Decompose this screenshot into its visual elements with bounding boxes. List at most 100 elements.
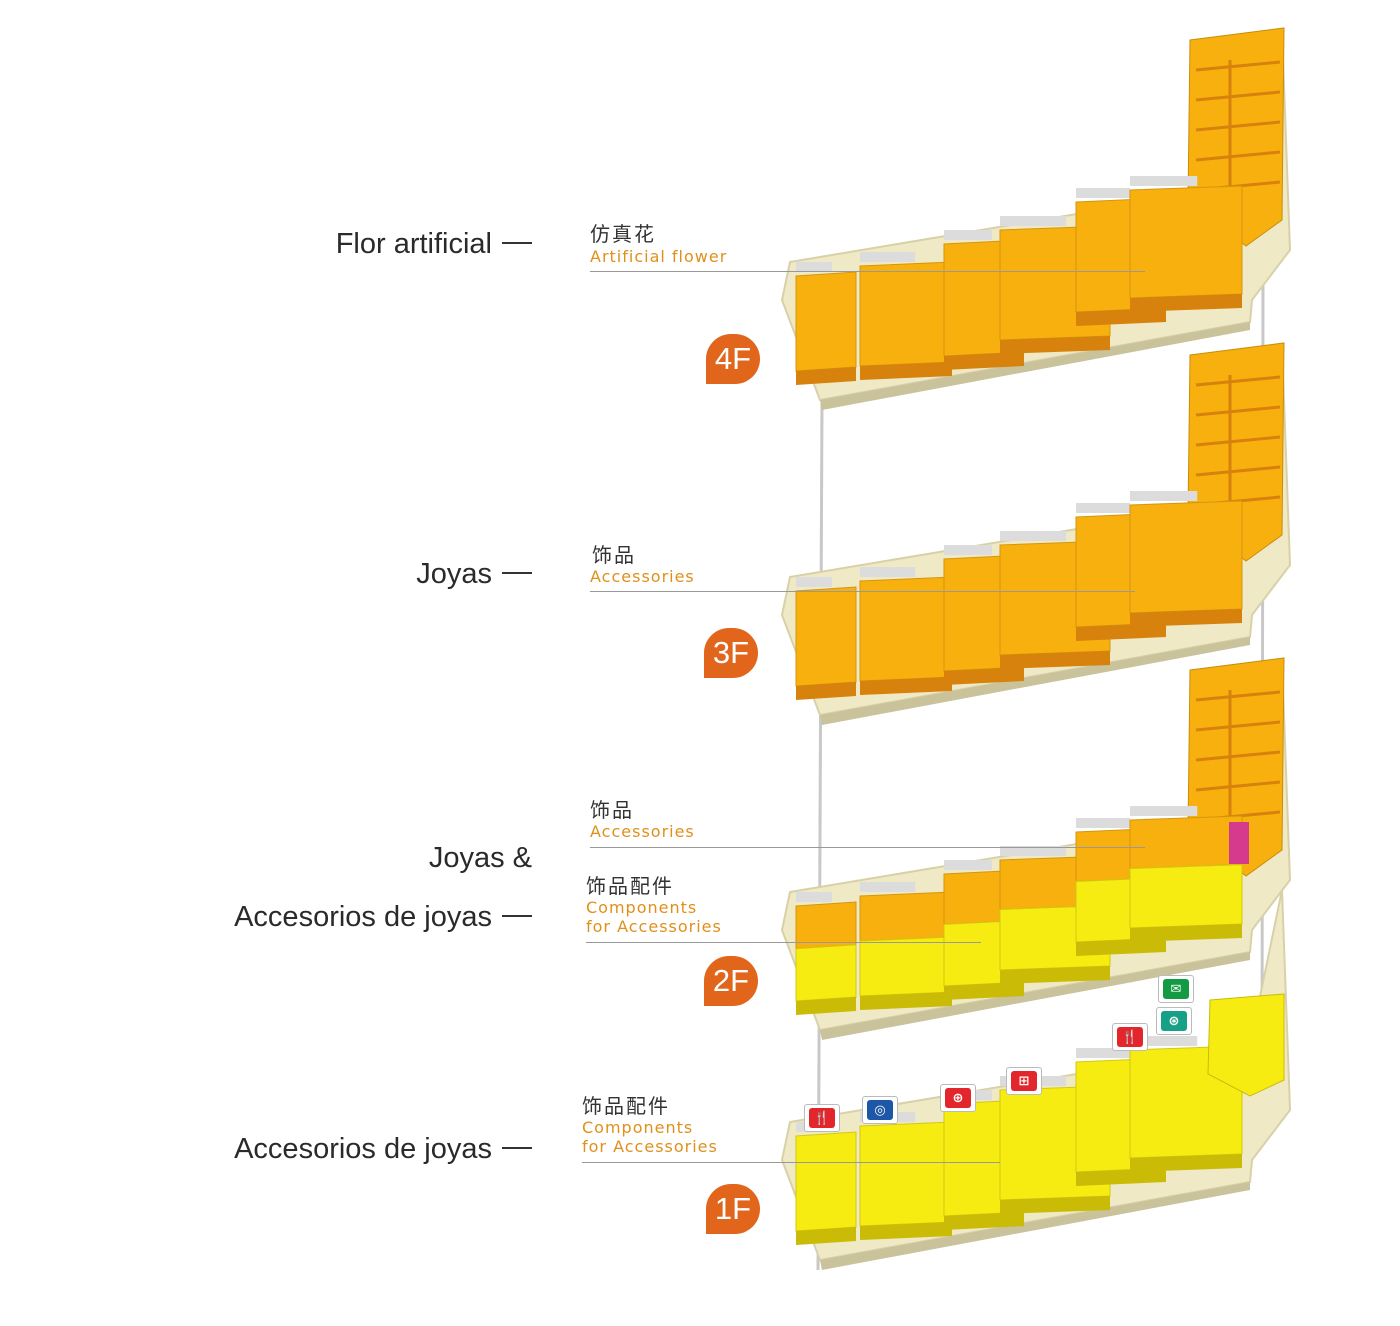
floor2-spanish-text-2: Accesorios de joyas bbox=[234, 901, 492, 933]
shop-back-wall bbox=[860, 882, 916, 892]
tower-block bbox=[1207, 993, 1285, 1097]
floor1-spanish-text: Accesorios de joyas bbox=[234, 1133, 492, 1165]
floor-2-map[interactable] bbox=[780, 657, 1292, 1040]
tower-divider bbox=[1195, 780, 1281, 792]
floor3-badge[interactable]: 3F bbox=[704, 628, 758, 678]
label-dash bbox=[502, 915, 532, 918]
floor-base-edge bbox=[820, 1182, 1250, 1270]
shop-back-wall bbox=[1076, 503, 1130, 513]
floor2-upper-english-label: Accessories bbox=[590, 822, 695, 841]
shop-block-side bbox=[860, 992, 952, 1010]
restaurant-icon[interactable]: 🍴 bbox=[1112, 1023, 1148, 1051]
tower-divider bbox=[1195, 750, 1281, 762]
label-dash bbox=[502, 572, 532, 575]
shop-block-side bbox=[944, 667, 1024, 685]
shop-block-side bbox=[1000, 336, 1110, 354]
floor3-chinese-label: 饰品 bbox=[592, 543, 636, 567]
shop-block-side bbox=[1076, 308, 1166, 326]
label-floor4-spanish: Flor artificial bbox=[336, 230, 532, 259]
tower-divider bbox=[1195, 90, 1281, 102]
shop-block-side bbox=[944, 1212, 1024, 1230]
floor1-chinese-label: 饰品配件 bbox=[582, 1094, 670, 1118]
floor4-badge[interactable]: 4F bbox=[706, 334, 760, 384]
tower-divider bbox=[1195, 60, 1281, 72]
tower-divider bbox=[1195, 720, 1281, 732]
floor-1-map[interactable] bbox=[780, 889, 1292, 1270]
floor4-chinese-label: 仿真花 bbox=[590, 222, 656, 246]
shop-block-face bbox=[1129, 185, 1243, 299]
shop-block-side bbox=[860, 1222, 952, 1240]
shop-back-wall bbox=[860, 252, 916, 262]
floor2-lower-chinese-label: 饰品配件 bbox=[586, 874, 674, 898]
shop-block-side bbox=[1130, 294, 1242, 312]
shop-block-side bbox=[860, 677, 952, 695]
shop-block-side bbox=[1076, 623, 1166, 641]
shop-back-wall bbox=[796, 262, 832, 272]
shop-back-wall bbox=[1000, 531, 1066, 541]
shop-block-face bbox=[1129, 500, 1243, 614]
shop-block-face bbox=[1129, 864, 1243, 929]
floor1-english-label-2: for Accessories bbox=[582, 1137, 718, 1156]
shop-back-wall bbox=[1130, 491, 1198, 501]
floor2-badge[interactable]: 2F bbox=[704, 956, 758, 1006]
magenta-shop-block bbox=[1229, 822, 1249, 864]
shop-block-face bbox=[859, 1121, 953, 1227]
shop-block-face bbox=[795, 944, 857, 1002]
shop-back-wall bbox=[796, 577, 832, 587]
icbc-bank-icon[interactable]: ⊞ bbox=[1006, 1067, 1042, 1095]
shop-block-side bbox=[1000, 1196, 1110, 1214]
shop-block-face bbox=[859, 891, 953, 942]
floor-3-map[interactable] bbox=[780, 342, 1292, 725]
tower-divider bbox=[1195, 690, 1281, 702]
post-office-icon[interactable]: ✉ bbox=[1158, 975, 1194, 1003]
tower-divider bbox=[1195, 150, 1281, 162]
floor4-rule bbox=[590, 271, 1145, 272]
label-floor3-spanish: Joyas bbox=[416, 560, 532, 589]
shop-block-face bbox=[859, 576, 953, 682]
floor3-rule bbox=[590, 591, 1135, 592]
citic-bank-icon[interactable]: ⊕ bbox=[940, 1084, 976, 1112]
label-floor2-spanish-line1: Joyas & bbox=[429, 844, 532, 873]
floor-base-edge bbox=[820, 322, 1250, 410]
shop-block-side bbox=[796, 997, 856, 1015]
shop-block-side bbox=[1000, 966, 1110, 984]
shop-back-wall bbox=[944, 230, 992, 240]
shop-block-face bbox=[859, 936, 953, 997]
floor1-rule bbox=[582, 1162, 1000, 1163]
shop-block-face bbox=[859, 261, 953, 367]
shop-block-side bbox=[944, 352, 1024, 370]
shop-back-wall bbox=[1076, 818, 1130, 828]
floor1-english-label-1: Components bbox=[582, 1118, 694, 1137]
floor4-spanish-text: Flor artificial bbox=[335, 228, 492, 260]
restaurant-icon[interactable]: 🍴 bbox=[804, 1104, 840, 1132]
tower-divider bbox=[1195, 120, 1281, 132]
shop-block-face bbox=[795, 1131, 857, 1232]
floor-4-map[interactable] bbox=[780, 27, 1292, 410]
shop-back-wall bbox=[1130, 176, 1198, 186]
floor2-upper-chinese-label: 饰品 bbox=[590, 798, 634, 822]
label-dash bbox=[502, 1147, 532, 1150]
shop-block-side bbox=[796, 1227, 856, 1245]
shop-block-side bbox=[944, 982, 1024, 1000]
tower-divider bbox=[1195, 405, 1281, 417]
floor3-spanish-text: Joyas bbox=[416, 558, 492, 590]
floor4-english-label: Artificial flower bbox=[590, 247, 728, 266]
shop-back-wall bbox=[1130, 806, 1198, 816]
shop-block-side bbox=[1130, 1154, 1242, 1172]
shop-back-wall bbox=[860, 567, 916, 577]
floor2-lower-rule bbox=[586, 942, 981, 943]
tower-divider bbox=[1195, 375, 1281, 387]
shop-back-wall bbox=[796, 892, 832, 902]
shop-back-wall bbox=[944, 860, 992, 870]
tower-divider bbox=[1195, 435, 1281, 447]
agricultural-bank-icon[interactable]: ⊛ bbox=[1156, 1007, 1192, 1035]
shop-back-wall bbox=[1000, 846, 1066, 856]
label-floor1-spanish: Accesorios de joyas bbox=[234, 1135, 532, 1164]
label-floor2-spanish-line2: Accesorios de joyas bbox=[234, 903, 532, 932]
shop-block-side bbox=[1130, 609, 1242, 627]
floor-base-edge bbox=[820, 637, 1250, 725]
floor2-spanish-text-1: Joyas & bbox=[428, 842, 532, 874]
bank-icon[interactable]: ◎ bbox=[862, 1096, 898, 1124]
floor1-badge[interactable]: 1F bbox=[706, 1184, 760, 1234]
